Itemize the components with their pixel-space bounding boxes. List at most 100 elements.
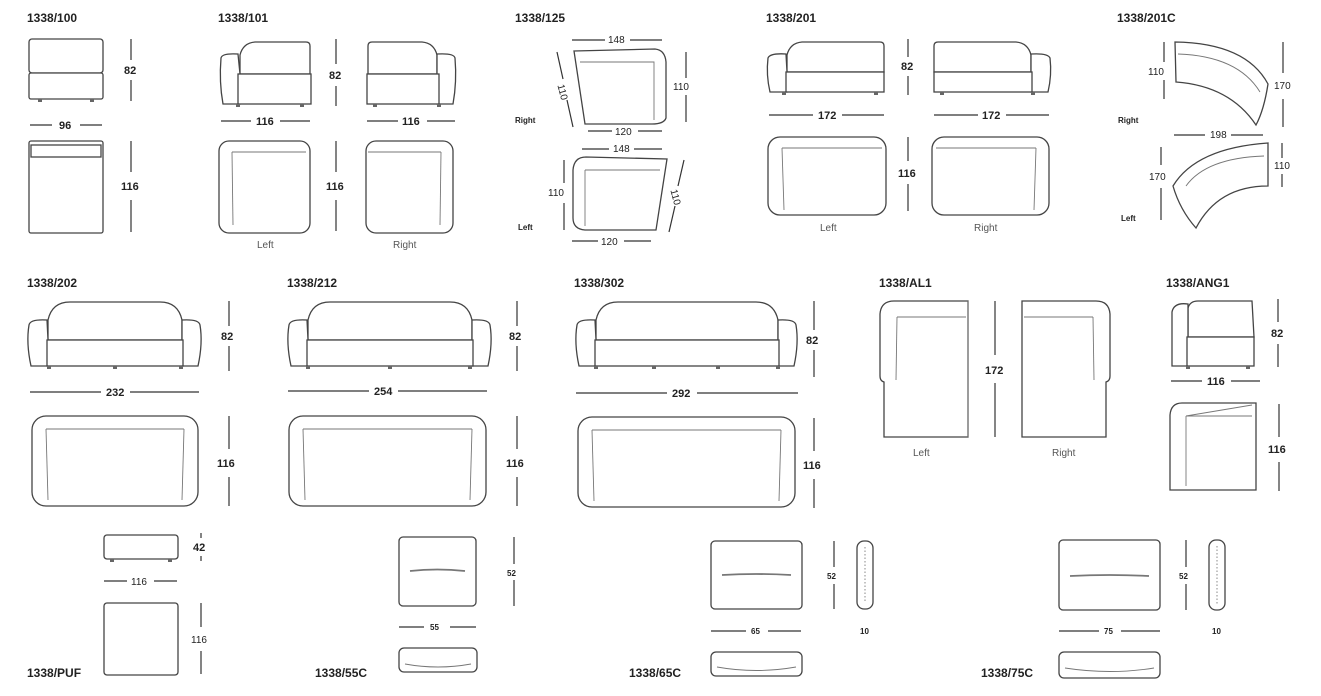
cushion-75-side-view [1208,539,1226,611]
width-right-dimension: 116 [402,116,420,128]
depth-dimension: 116 [121,181,139,193]
thickness-dimension: 10 [1212,627,1221,636]
product-code: 1338/212 [287,276,337,290]
height-dimension: 82 [806,335,818,347]
width-dimension: 55 [430,623,439,632]
product-code: 1338/PUF [27,666,81,680]
product-1338-100: 1338/100 82 96 116 [27,11,139,234]
product-1338-65c: 52 65 10 1338/65C [629,540,874,680]
one-arm-module-left-front-view [219,41,312,107]
product-1338-201c: 1338/201C 110 170 198 Right 170 110 Left [1117,11,1291,230]
chaise-longue-right-top-view [1021,300,1111,438]
width-dimension: 116 [1207,376,1225,388]
depth-dimension: 116 [1268,444,1286,456]
variant-label-right: Right [1118,116,1139,125]
corner-seat-top-view [1169,402,1257,491]
two-and-half-seat-sofa-top-view [288,415,487,507]
height-dimension: 52 [507,569,516,578]
product-code: 1338/55C [315,666,367,680]
height-dimension: 52 [827,572,836,581]
cushion-55-front-view [398,536,477,607]
one-arm-module-right-top-view [365,140,454,234]
product-1338-101: 1338/101 82 116 116 116 Left Rig [218,11,457,251]
depth-dimension: 116 [803,460,821,472]
width-right-dimension: 172 [982,110,1000,122]
depth-dimension: 172 [985,365,1003,377]
variant-label-right: Right [1052,448,1076,459]
variant-label-right: Right [515,116,536,125]
product-code: 1338/201C [1117,11,1176,25]
top-dimension-left: 148 [613,144,630,155]
chaise-longue-left-top-view [879,300,969,438]
variant-label-left: Left [518,223,533,232]
corner-module-left-top-view [572,156,668,231]
curved-module-left-top-view [1172,142,1269,230]
product-code: 1338/201 [766,11,816,25]
three-seat-sofa-top-view [577,416,796,508]
product-1338-202: 1338/202 82 232 116 [27,276,235,507]
width-left-dimension: 172 [818,110,836,122]
width-dimension: 96 [59,120,71,132]
two-seat-one-arm-left-top-view [767,136,887,216]
width-left-dimension: 116 [256,116,274,128]
pouf-top-view [103,602,179,676]
two-seat-one-arm-left-front-view [766,41,885,95]
two-seat-one-arm-right-front-view [933,41,1052,95]
cushion-65-front-view [710,540,803,610]
product-code: 1338/302 [574,276,624,290]
height-dimension: 82 [124,65,136,77]
height-dimension-left: 110 [1274,161,1290,172]
cushion-65-side-view [856,540,874,610]
variant-label-right: Right [393,240,417,251]
product-1338-201: 1338/201 82 172 172 116 Left Rig [766,11,1052,234]
base-dimension-right: 120 [615,127,632,138]
height-dimension: 82 [901,61,913,73]
three-seat-sofa-front-view [575,301,798,369]
armless-module-top-view [28,140,104,234]
span-dimension: 198 [1210,130,1227,141]
product-code: 1338/125 [515,11,565,25]
product-code: 1338/101 [218,11,268,25]
variant-label-right: Right [974,223,998,234]
depth-dimension: 116 [217,458,235,470]
corner-seat-front-view [1171,300,1255,369]
width-dimension: 65 [751,627,760,636]
width-dimension: 116 [131,577,147,588]
height-dimension: 52 [1179,572,1188,581]
product-code: 1338/75C [981,666,1033,680]
height-dimension-right: 110 [1148,67,1164,78]
diagonal-dimension-right: 110 [554,83,569,102]
product-1338-55c: 52 55 1338/55C [315,536,516,680]
product-code: 1338/202 [27,276,77,290]
cushion-55-top-view [398,647,478,673]
product-code: 1338/100 [27,11,77,25]
product-code: 1338/ANG1 [1166,276,1230,290]
armless-module-front-view [28,38,104,102]
product-1338-puf: 42 116 116 1338/PUF [27,533,207,680]
depth-dimension: 116 [506,458,524,470]
two-seat-sofa-top-view [31,415,199,507]
depth-dimension: 116 [191,635,207,646]
width-dimension: 232 [106,387,124,399]
depth-dimension-left: 170 [1149,172,1166,183]
variant-label-left: Left [1121,214,1136,223]
width-dimension: 254 [374,386,393,398]
corner-module-right-top-view [573,48,667,125]
cushion-75-front-view [1058,539,1161,611]
product-1338-ang1: 1338/ANG1 82 116 116 [1166,276,1286,491]
product-code: 1338/AL1 [879,276,932,290]
thickness-dimension: 10 [860,627,869,636]
pouf-front-view [103,534,179,562]
product-1338-al1: 1338/AL1 172 Left Right [879,276,1111,459]
diagonal-dimension-left: 110 [667,188,682,207]
one-arm-module-right-front-view [366,41,457,107]
variant-label-left: Left [913,448,930,459]
variant-label-left: Left [820,223,837,234]
height-dimension: 82 [221,331,233,343]
height-dimension: 82 [1271,328,1283,340]
two-seat-sofa-front-view [27,301,202,369]
base-dimension-left: 120 [601,237,618,248]
variant-label-left: Left [257,240,274,251]
two-and-half-seat-sofa-front-view [287,301,492,369]
side-dimension-left: 110 [548,188,564,199]
